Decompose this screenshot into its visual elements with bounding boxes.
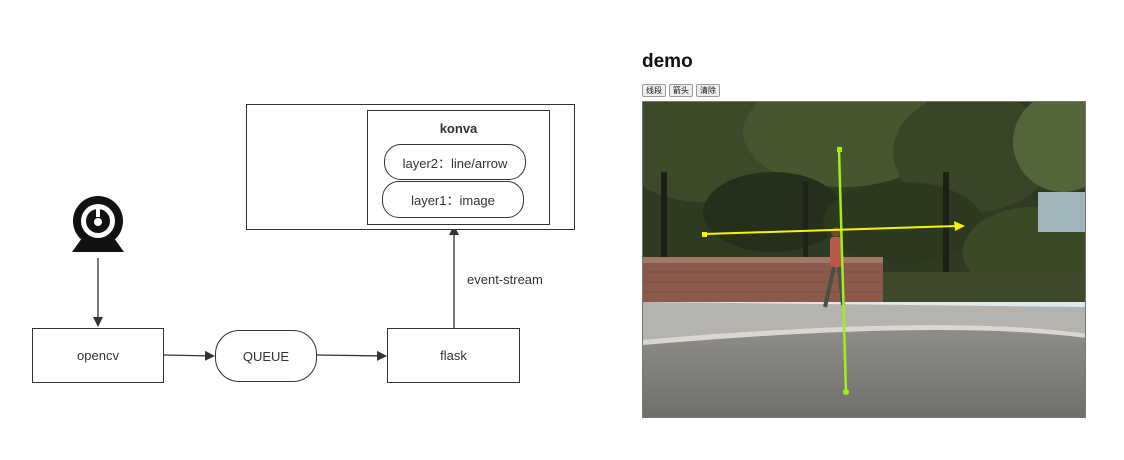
opencv-node: opencv <box>32 328 164 383</box>
konva-title: konva <box>439 121 478 136</box>
layer2-node: layer2：line/arrow <box>384 144 526 180</box>
arrow-button[interactable]: 箭头 <box>669 84 693 97</box>
arrow-queue-flask <box>315 350 387 361</box>
event-stream-label: event-stream <box>467 272 543 287</box>
queue-node: QUEUE <box>215 330 317 382</box>
vertical-line-start-handle[interactable] <box>837 147 842 152</box>
layer1-node: layer1：image <box>382 181 524 218</box>
queue-label: QUEUE <box>242 348 290 364</box>
line-segment-button[interactable]: 线段 <box>642 84 666 97</box>
demo-title: demo <box>642 51 693 72</box>
layer1-label: layer1：image <box>411 193 495 208</box>
arrow-opencv-queue <box>163 350 215 361</box>
street-scene <box>643 102 1085 417</box>
arrow-start-handle[interactable] <box>702 232 707 237</box>
arrow-head[interactable] <box>954 221 965 231</box>
diagram-connectors <box>72 134 459 361</box>
opencv-label: opencv <box>77 348 119 363</box>
konva-canvas[interactable] <box>642 101 1086 418</box>
drawn-vertical-line[interactable] <box>837 149 848 393</box>
clear-button[interactable]: 清除 <box>696 84 720 97</box>
layer2-label: layer2：line/arrow <box>402 155 508 171</box>
flask-node: flask <box>387 328 520 383</box>
vertical-line-end-handle[interactable] <box>843 389 849 395</box>
webcam-icon <box>72 196 124 252</box>
drawn-horizontal-arrow[interactable] <box>704 225 958 235</box>
flask-label: flask <box>440 348 467 363</box>
